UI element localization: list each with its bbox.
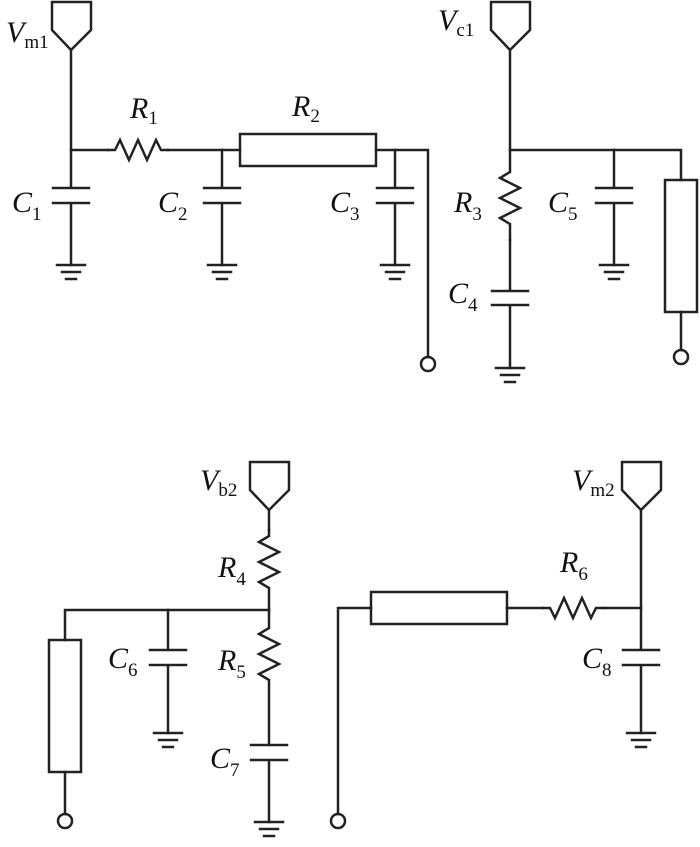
label-r5: R5 <box>217 644 246 683</box>
wire <box>336 606 373 816</box>
capacitor-c8-symbol <box>621 606 661 735</box>
ground-symbol <box>206 263 238 281</box>
label-r3: R3 <box>453 186 482 225</box>
resistor-r3-symbol <box>497 148 523 242</box>
wire <box>69 48 110 152</box>
resistor-r4-symbol <box>256 528 282 612</box>
terminal-circle <box>56 812 74 830</box>
resistor-r1-symbol <box>106 136 170 164</box>
label-vm1: Vm1 <box>6 16 49 53</box>
label-c7: C7 <box>210 742 240 781</box>
wire <box>601 508 643 610</box>
terminal-circle <box>419 355 437 373</box>
resistor-vertical-symbol <box>663 178 699 314</box>
circuit-vm2: Vm2 R6 C8 <box>329 460 663 830</box>
wire <box>63 608 271 642</box>
resistor-r2-symbol <box>238 132 378 168</box>
label-vc1: Vc1 <box>438 4 474 41</box>
label-c4: C4 <box>448 277 478 316</box>
label-r6: R6 <box>559 546 588 585</box>
circuit-vm1: Vm1 R1 R2 C1 C2 C3 <box>6 0 437 373</box>
terminal-circle <box>672 348 690 366</box>
circuit-vc1: Vc1 R3 C5 C4 <box>438 0 699 384</box>
capacitor-c1-symbol <box>51 148 91 267</box>
resistor-r5-symbol <box>256 608 282 747</box>
ground-symbol <box>494 366 526 384</box>
ground-symbol <box>152 731 184 749</box>
label-c6: C6 <box>108 642 138 681</box>
wire <box>374 148 430 359</box>
wire <box>508 48 683 182</box>
label-r4: R4 <box>217 551 246 590</box>
ground-symbol <box>379 263 411 281</box>
supply-vm1-symbol <box>50 0 93 52</box>
label-c3: C3 <box>330 186 360 225</box>
resistor-vertical-symbol <box>47 638 83 774</box>
label-vm2: Vm2 <box>572 464 615 501</box>
capacitor-c5-symbol <box>594 148 634 267</box>
label-r1: R1 <box>129 92 158 129</box>
label-r2: R2 <box>291 90 320 127</box>
capacitor-c6-symbol <box>148 608 188 735</box>
label-c5: C5 <box>548 186 578 225</box>
ground-symbol <box>598 263 630 281</box>
terminal-circle <box>329 812 347 830</box>
supply-vb2-symbol <box>248 460 291 512</box>
label-c1: C1 <box>12 186 42 225</box>
label-c2: C2 <box>158 186 188 225</box>
capacitor-c2-symbol <box>202 148 242 267</box>
ground-symbol <box>625 731 657 749</box>
ground-symbol <box>253 820 285 838</box>
capacitor-c4-symbol <box>490 238 530 370</box>
label-vb2: Vb2 <box>200 464 237 501</box>
capacitor-c3-symbol <box>375 148 415 267</box>
circuit-vb2: Vb2 R4 C6 R5 C7 <box>47 460 291 838</box>
supply-vm2-symbol <box>620 460 663 512</box>
supply-vc1-symbol <box>489 0 532 52</box>
resistor-horizontal-symbol <box>369 590 509 626</box>
label-c8: C8 <box>582 642 612 681</box>
ground-symbol <box>55 263 87 281</box>
capacitor-c7-symbol <box>249 743 289 824</box>
resistor-r6-symbol <box>541 594 605 622</box>
